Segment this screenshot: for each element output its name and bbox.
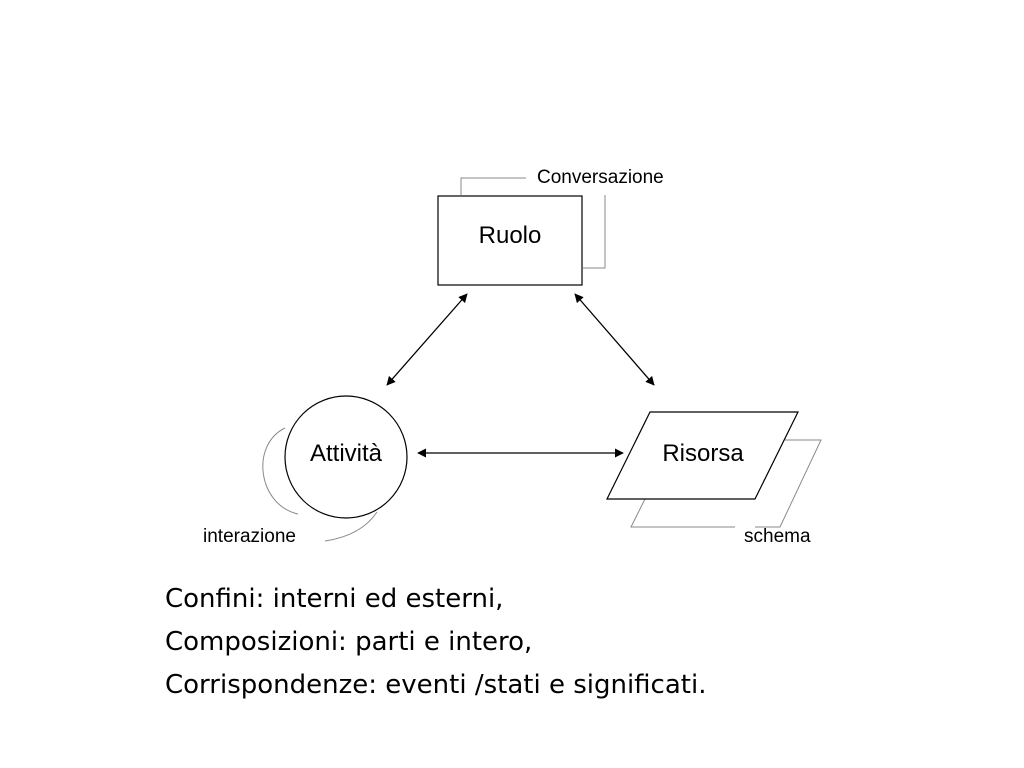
note-confini: Confini: interni ed esterni, <box>165 584 504 614</box>
ruolo-shadow-frame <box>460 177 606 269</box>
risorsa-label: Risorsa <box>662 440 744 467</box>
risorsa-annotation: schema <box>744 526 811 547</box>
note-corrispondenze: Corrispondenze: eventi /stati e signific… <box>165 670 707 700</box>
notes-list: Confini: interni ed esterni, Composizion… <box>165 578 706 707</box>
ruolo-label: Ruolo <box>479 222 542 249</box>
note-composizioni: Composizioni: parti e intero, <box>165 627 533 657</box>
ruolo-annotation: Conversazione <box>537 167 664 188</box>
attivita-shadow-arc-bottom <box>324 511 378 542</box>
attivita-shadow-arc <box>262 427 299 515</box>
arrow-ruolo-risorsa <box>574 293 655 386</box>
ruolo-box <box>437 195 583 286</box>
attivita-annotation: interazione <box>203 526 296 547</box>
attivita-circle <box>284 395 408 519</box>
risorsa-shadow-frame <box>630 439 822 528</box>
arrow-ruolo-attivita <box>386 293 468 386</box>
attivita-label: Attività <box>310 440 383 467</box>
risorsa-parallelogram <box>606 411 799 500</box>
